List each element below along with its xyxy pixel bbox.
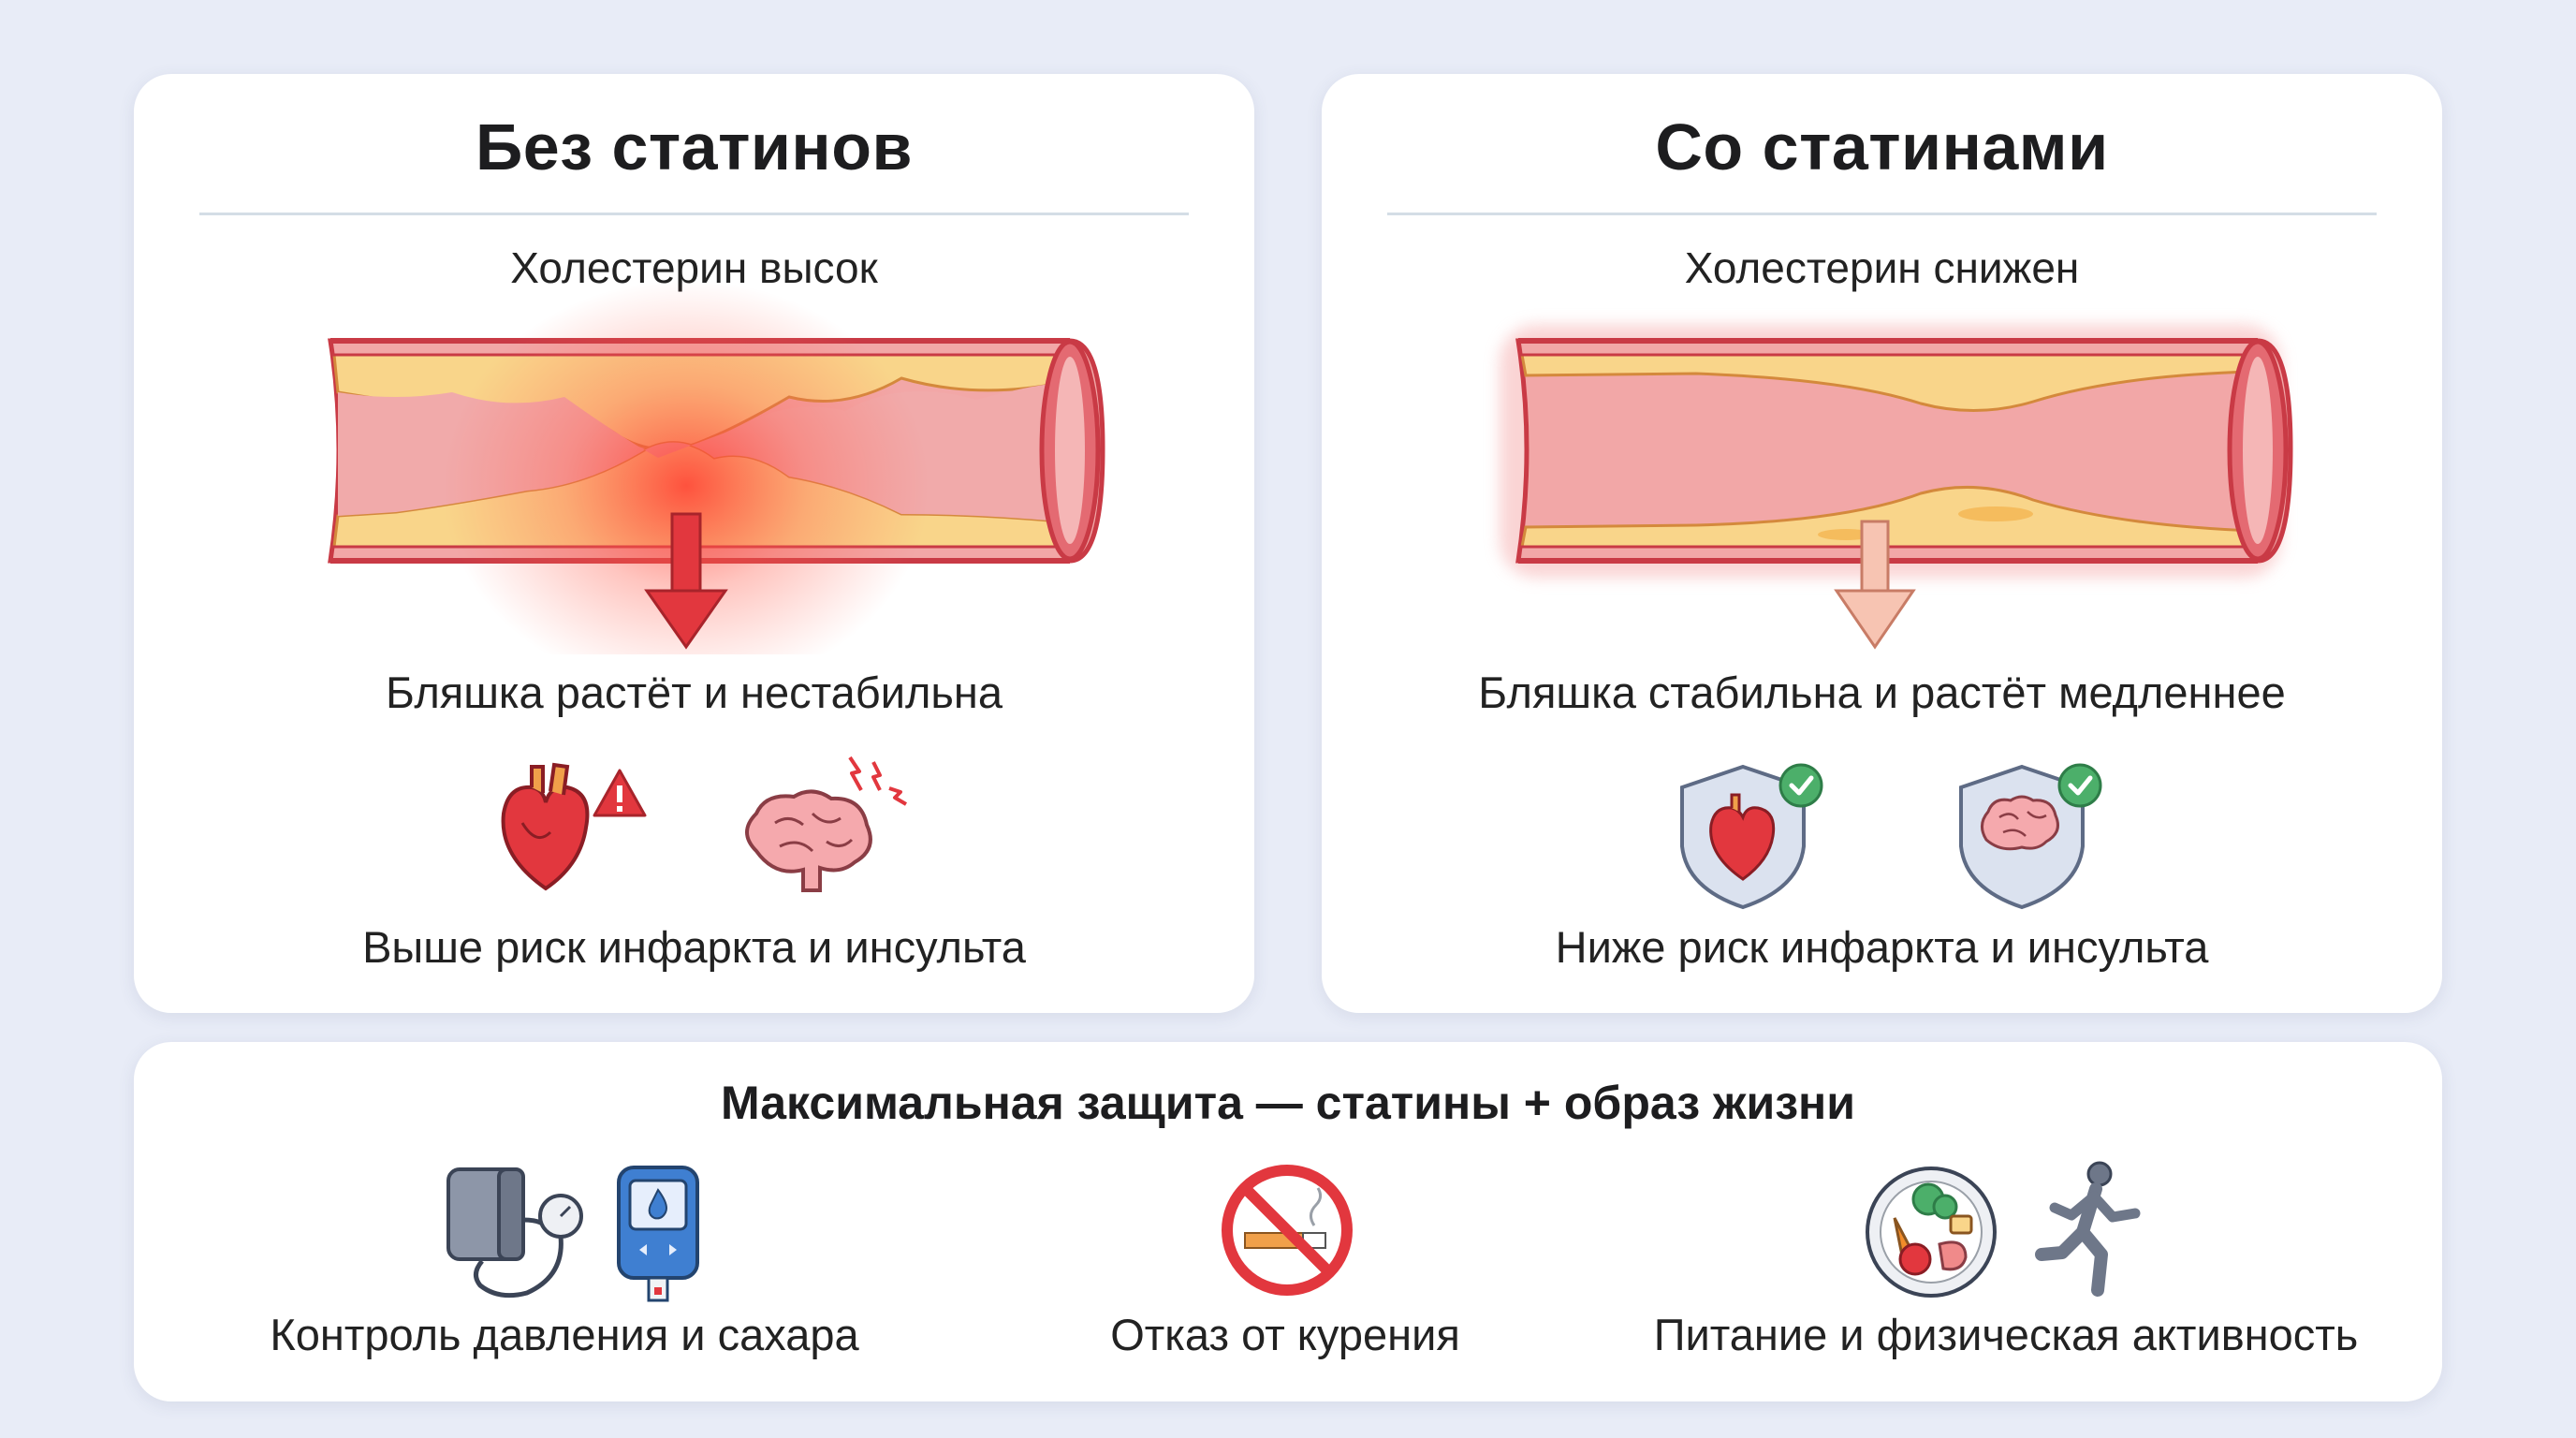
cholesterol-label: Холестерин снижен [1684, 243, 2080, 292]
risk-label: Выше риск инфаркта и инсульта [362, 922, 1026, 972]
plaque-bottom [1520, 485, 2258, 549]
warning-icon [593, 769, 647, 817]
panel-without-statins: Без статинов Холестерин высок [134, 74, 1254, 1013]
vessel-with-stable-plaque [1500, 325, 2293, 650]
no-smoking-icon [1222, 1165, 1353, 1296]
bp-sugar-label: Контроль давления и сахара [270, 1310, 859, 1359]
brain-icon [745, 789, 872, 892]
protection-title: Максимальная защита — статины + образ жи… [720, 1077, 1855, 1129]
food-plate-icon [1866, 1167, 1997, 1298]
plaque-label: Бляшка стабильна и растёт медленнее [1478, 668, 2286, 717]
shield-heart-icon [1680, 763, 1823, 910]
panel-title: Со статинами [1655, 110, 2109, 183]
divider [1387, 213, 2377, 215]
no-smoking-label: Отказ от курения [1110, 1310, 1460, 1359]
heart-icon [501, 762, 590, 891]
panel-max-protection: Максимальная защита — статины + образ жи… [134, 1042, 2442, 1401]
arrow-down-safe [1834, 520, 1916, 650]
check-icon [2057, 763, 2102, 808]
panel-title: Без статинов [475, 110, 913, 183]
lightning-icon [848, 756, 908, 806]
vessel-with-unstable-plaque [328, 280, 1105, 654]
blood-pressure-monitor-icon [446, 1167, 583, 1299]
risk-label: Ниже риск инфаркта и инсульта [1555, 922, 2209, 972]
arrow-down-danger [644, 512, 728, 650]
plaque-label: Бляшка растёт и нестабильна [386, 668, 1003, 717]
panel-with-statins: Со статинами Холестерин снижен Бляшка ст… [1322, 74, 2442, 1013]
glucometer-icon [617, 1166, 699, 1302]
divider [199, 213, 1189, 215]
running-person-icon [2035, 1161, 2141, 1297]
check-icon [1778, 763, 1823, 808]
plaque-top [1520, 353, 2258, 412]
shield-brain-icon [1959, 763, 2102, 910]
nutrition-activity-label: Питание и физическая активность [1653, 1310, 2359, 1359]
